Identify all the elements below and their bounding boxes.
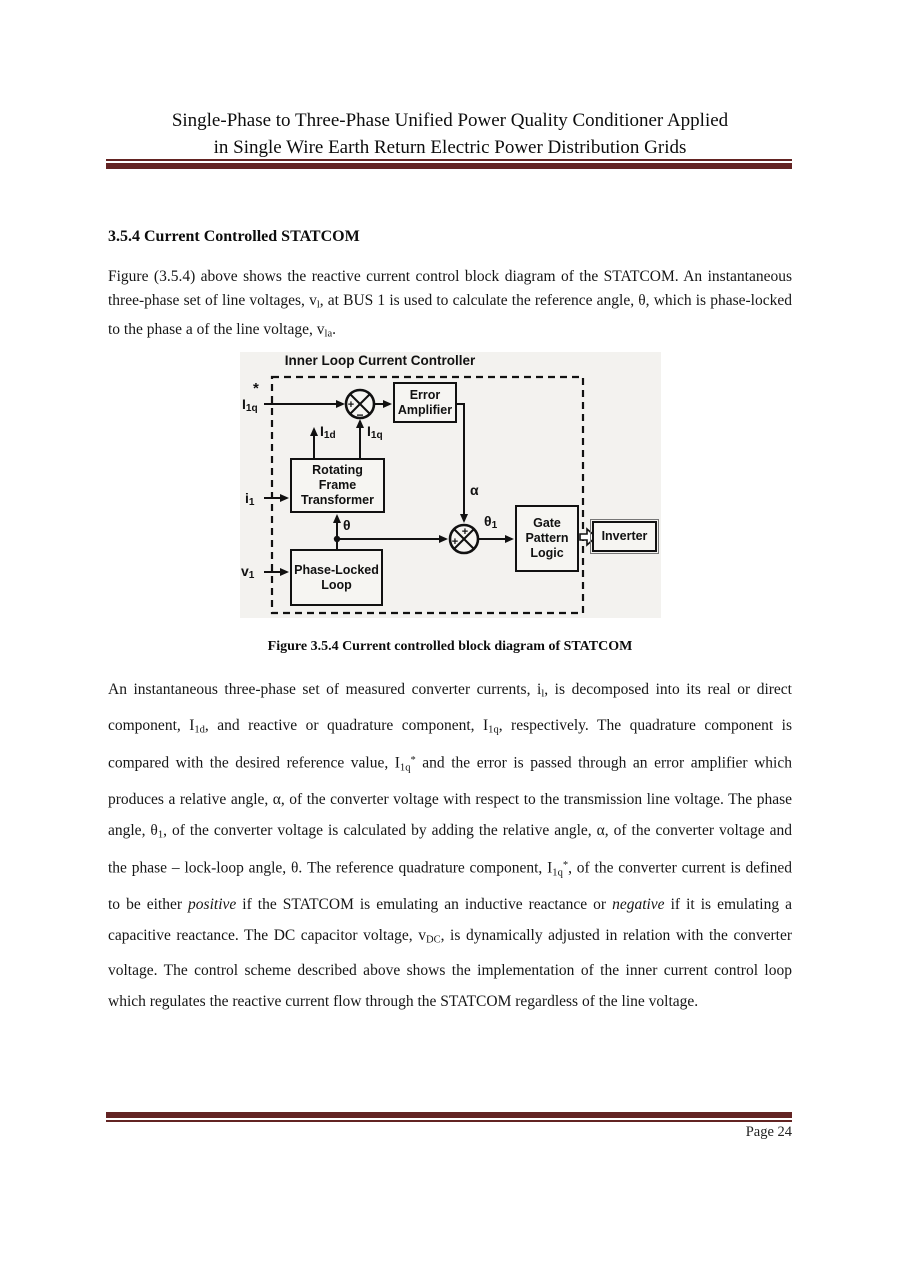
sum2-plus-left-sign: + [452, 536, 458, 548]
figure-caption: Figure 3.5.4 Current controlled block di… [267, 639, 633, 654]
summing-junction-error: + − [344, 388, 376, 422]
gate-pattern-logic-block: Gate Pattern Logic [515, 505, 579, 572]
intro-paragraph: Figure (3.5.4) above shows the reactive … [108, 268, 792, 340]
controller-dashed-boundary [270, 375, 585, 615]
diagram-title: Inner Loop Current Controller [284, 353, 476, 368]
sum1-plus-sign: + [348, 399, 354, 411]
converter-current-label: i1 [245, 490, 255, 509]
page-number: Page 24 [745, 1124, 792, 1140]
gate-to-inverter-arrow [579, 527, 598, 547]
theta1-label: θ1 [484, 513, 498, 532]
sum1-minus-sign: − [356, 408, 363, 422]
page-title-line1: Single-Phase to Three-Phase Unified Powe… [171, 110, 729, 131]
inverter-block: Inverter [590, 519, 659, 554]
rotating-frame-transformer-block: Rotating Frame Transformer [290, 458, 385, 513]
quadrature-component-label: I1q [367, 423, 383, 442]
summing-junction-phase: + + [448, 523, 480, 555]
phase-locked-loop-block: Phase-Locked Loop [290, 549, 383, 606]
direct-component-label: I1d [320, 423, 336, 442]
statcom-block-diagram: + − + + Inner Loop Current Controller Er… [240, 352, 661, 618]
footer-divider [106, 1112, 792, 1122]
header-divider [106, 159, 792, 169]
theta-label: θ [343, 517, 351, 533]
diagram-lines-layer: + − + + [264, 375, 598, 615]
body-paragraph: An instantaneous three-phase set of meas… [108, 681, 793, 1011]
error-amplifier-block: Error Amplifier [393, 382, 457, 423]
theta-branch-node [333, 535, 341, 543]
section-heading: 3.5.4 Current Controlled STATCOM [108, 228, 360, 245]
page-title: Single-Phase to Three-Phase Unified Powe… [50, 107, 850, 161]
line-voltage-label: v1 [241, 563, 255, 582]
alpha-arrow [457, 403, 468, 523]
alpha-label: α [470, 482, 479, 498]
page-title-line2: in Single Wire Earth Return Electric Pow… [213, 137, 687, 158]
ref-current-label: I1q [242, 396, 258, 415]
ref-current-star-label: * [253, 380, 259, 397]
sum2-plus-top-sign: + [462, 526, 468, 538]
